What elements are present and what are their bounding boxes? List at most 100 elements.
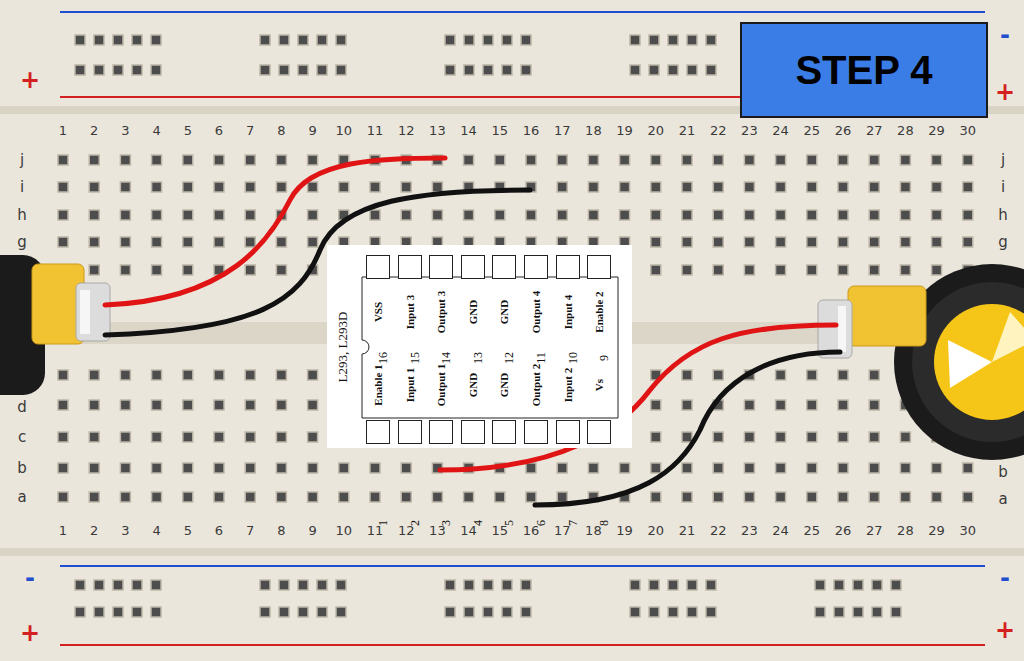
hole — [120, 237, 130, 247]
rail-hole — [279, 580, 289, 590]
hole — [651, 182, 661, 192]
hole — [744, 400, 754, 410]
hole — [214, 237, 224, 247]
hole — [308, 492, 318, 502]
hole — [152, 182, 162, 192]
rail-hole — [668, 65, 678, 75]
column-number: 7 — [246, 523, 254, 538]
hole — [557, 463, 567, 473]
hub-spoke-gap — [992, 312, 1024, 362]
pin-number-box: 11 — [524, 255, 548, 279]
rail-hole — [445, 580, 455, 590]
rail-hole — [298, 65, 308, 75]
hole — [308, 155, 318, 165]
column-number: 30 — [960, 523, 977, 538]
hole — [807, 210, 817, 220]
rail-hole — [336, 35, 346, 45]
hole — [152, 155, 162, 165]
motor-cap-shine — [80, 290, 90, 334]
hole — [744, 155, 754, 165]
hole — [276, 463, 286, 473]
column-number: 28 — [897, 123, 914, 138]
column-number: 28 — [897, 523, 914, 538]
wheel-tread — [912, 282, 1024, 442]
rail-sign: + — [20, 619, 40, 647]
pin-name: Input 2 — [561, 357, 574, 413]
column-number: 22 — [710, 523, 727, 538]
column-number: 15 — [492, 523, 509, 538]
rail-hole — [445, 65, 455, 75]
rail-hole — [687, 607, 697, 617]
row-letter: i — [1001, 178, 1005, 196]
hole — [932, 182, 942, 192]
column-number: 16 — [523, 523, 540, 538]
column-number: 21 — [679, 523, 696, 538]
hole — [276, 492, 286, 502]
rail-hole — [113, 65, 123, 75]
column-number: 21 — [679, 123, 696, 138]
hole — [682, 370, 692, 380]
column-number: 24 — [772, 523, 789, 538]
column-number: 25 — [804, 523, 821, 538]
hole — [308, 237, 318, 247]
hole — [370, 182, 380, 192]
column-number: 27 — [866, 123, 883, 138]
hole — [869, 370, 879, 380]
column-number: 15 — [492, 123, 509, 138]
rail-hole — [706, 65, 716, 75]
hole — [588, 155, 598, 165]
row-letter: a — [17, 488, 26, 506]
hole — [308, 463, 318, 473]
pin-number-box: 1 — [366, 420, 390, 444]
rail-hole — [75, 65, 85, 75]
pin-number-box: 15 — [398, 255, 422, 279]
rail-hole — [706, 35, 716, 45]
hole — [89, 265, 99, 275]
hole — [214, 432, 224, 442]
hole — [464, 210, 474, 220]
hole — [651, 432, 661, 442]
hub-spoke-gap — [948, 340, 992, 388]
rail-hole — [260, 580, 270, 590]
rail-hole — [891, 607, 901, 617]
rail-hole — [336, 580, 346, 590]
rail-hole — [279, 65, 289, 75]
rail-sign: + — [20, 66, 40, 94]
rail-hole — [317, 65, 327, 75]
column-number: 23 — [741, 523, 758, 538]
rail-hole — [872, 607, 882, 617]
hole — [120, 265, 130, 275]
hole — [776, 182, 786, 192]
chip-body — [362, 277, 618, 418]
hole — [869, 492, 879, 502]
pin-number-box: 16 — [366, 255, 390, 279]
column-number: 10 — [336, 523, 353, 538]
pin-name: GND — [498, 357, 511, 413]
hole — [89, 237, 99, 247]
hole — [651, 492, 661, 502]
hole — [183, 370, 193, 380]
rail-hole — [94, 580, 104, 590]
hole — [120, 492, 130, 502]
hole — [152, 492, 162, 502]
column-number: 27 — [866, 523, 883, 538]
motor-cap-shine — [838, 306, 846, 352]
column-number: 18 — [585, 123, 602, 138]
rail-hole — [853, 607, 863, 617]
rail-sign: - — [1000, 564, 1010, 592]
rail-hole — [336, 65, 346, 75]
pin-number-box: 14 — [429, 255, 453, 279]
column-number: 29 — [928, 523, 945, 538]
hole — [900, 492, 910, 502]
rail-hole — [483, 607, 493, 617]
hole — [713, 182, 723, 192]
hole — [526, 463, 536, 473]
hole — [932, 463, 942, 473]
chip-name: L293, L293D — [335, 312, 351, 383]
hole — [963, 210, 973, 220]
rail-hole — [94, 607, 104, 617]
hole — [401, 210, 411, 220]
rail-hole — [151, 607, 161, 617]
hole — [588, 182, 598, 192]
